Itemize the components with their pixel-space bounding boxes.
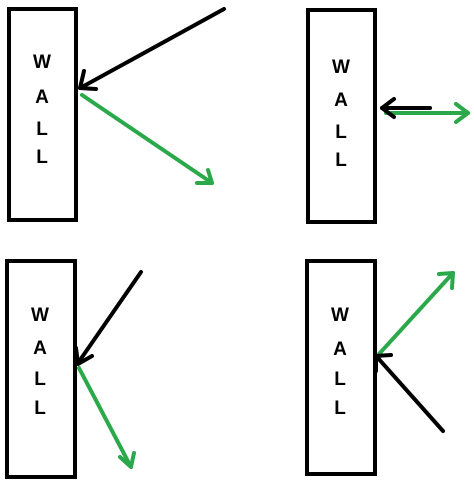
wall-letter: A <box>333 339 347 360</box>
wall-letter: L <box>34 369 46 390</box>
incident-ray-arrow <box>374 353 445 433</box>
wall-letter: W <box>332 57 350 78</box>
incident-ray-arrow <box>380 97 432 119</box>
wall-letter: A <box>33 338 47 359</box>
panel-bottom-left: W A L L <box>5 259 143 479</box>
wall-letter: W <box>33 52 51 73</box>
wall-bottom-right <box>305 259 377 476</box>
wall-letter: L <box>334 398 346 419</box>
panel-top-left: W A L L <box>7 7 226 222</box>
panel-top-right: W A L L <box>306 8 470 224</box>
reflected-ray-arrow <box>80 93 214 185</box>
wall-letter: L <box>36 147 48 168</box>
wall-letter: L <box>335 122 347 143</box>
reflected-ray-arrow <box>77 366 136 469</box>
incident-ray-arrow <box>78 7 226 91</box>
wall-letter: L <box>334 369 346 390</box>
panel-bottom-right: W A L L <box>305 259 455 476</box>
wall-top-left <box>7 7 78 222</box>
wall-letter: W <box>331 305 349 326</box>
wall-letter: A <box>35 87 49 108</box>
wall-bottom-left <box>5 259 77 479</box>
wall-letter: L <box>34 398 46 419</box>
incident-ray-arrow <box>74 270 143 366</box>
wall-letter: L <box>335 150 347 171</box>
reflected-ray-arrow <box>377 271 455 356</box>
wall-letter: A <box>334 90 348 111</box>
wall-letter: L <box>36 119 48 140</box>
wall-letter: W <box>31 305 49 326</box>
reflected-ray-arrow <box>384 102 470 124</box>
wall-top-right <box>306 8 377 224</box>
